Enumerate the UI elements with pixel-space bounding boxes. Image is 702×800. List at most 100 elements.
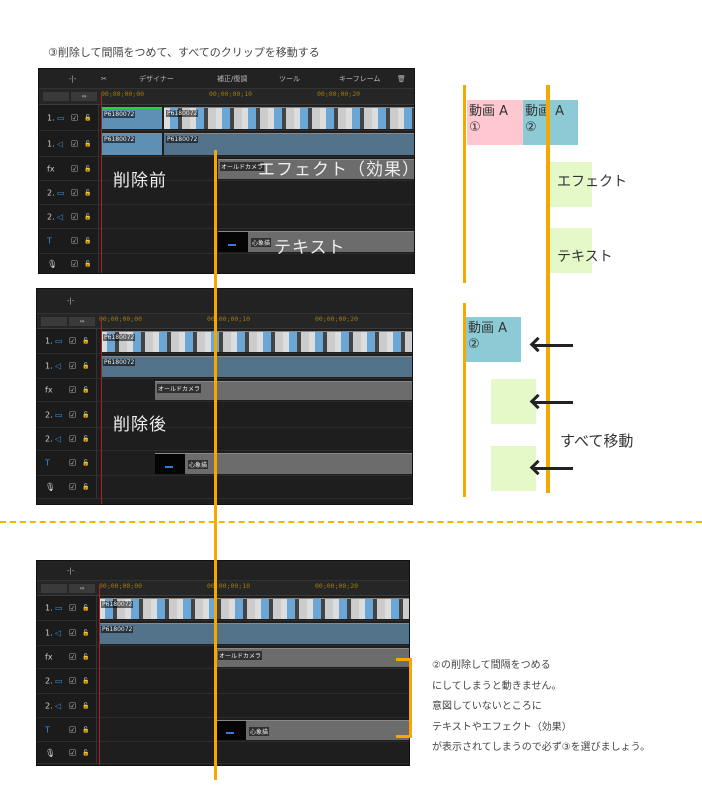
lock-icon[interactable]: 🔓 — [82, 629, 90, 637]
video-clip-2[interactable]: P6180072 — [164, 107, 414, 129]
audio-clip-2[interactable]: P6180072 — [164, 133, 414, 155]
track-enable-checkbox[interactable]: ☑ — [69, 458, 77, 468]
track-enable-checkbox[interactable]: ☑ — [69, 434, 77, 444]
move-all-label: すべて移動 — [560, 432, 634, 450]
track-enable-checkbox[interactable]: ☑ — [71, 236, 79, 246]
text-thumbnail — [155, 454, 185, 474]
track-enable-checkbox[interactable]: ☑ — [69, 603, 77, 613]
effect-clip[interactable]: オールドカメラ — [216, 648, 409, 667]
track-enable-checkbox[interactable]: ☑ — [69, 410, 77, 419]
lock-icon[interactable]: 🔓 — [82, 677, 90, 685]
designer-menu[interactable]: デザイナー — [139, 74, 174, 83]
video-track-icon: 2. — [45, 410, 53, 419]
audio-track-icon-glyph: ◁ — [55, 361, 62, 371]
lock-icon[interactable]: 🔓 — [82, 749, 90, 756]
video-clip-2[interactable]: P6180072 — [101, 331, 412, 352]
lock-icon[interactable]: 🔓 — [82, 386, 90, 394]
lock-icon[interactable]: 🔓 — [82, 362, 90, 370]
video-clip-2[interactable]: P6180072 — [99, 598, 409, 619]
lock-icon[interactable]: 🔓 — [82, 702, 90, 709]
move-icon[interactable]: -|- — [69, 74, 77, 83]
track-enable-checkbox[interactable]: ☑ — [71, 113, 79, 122]
audio-clip-1[interactable]: P6180072 — [101, 133, 162, 155]
toolbar: -|- — [37, 289, 412, 314]
moved-clip-label: 動画 A ② — [468, 321, 508, 352]
lock-icon[interactable]: 🔓 — [84, 114, 92, 121]
lock-icon[interactable]: 🔓 — [84, 140, 92, 147]
track-enable-checkbox[interactable]: ☑ — [69, 482, 77, 492]
lock-icon[interactable]: 🔓 — [82, 653, 90, 661]
lock-icon[interactable]: 🔓 — [84, 189, 92, 196]
audio-clip-2[interactable]: P6180072 — [99, 623, 409, 644]
text-clip[interactable]: 心象描 — [218, 231, 414, 252]
audio-track-icon-glyph: ◁ — [55, 628, 62, 638]
fit-button[interactable] — [41, 584, 67, 593]
effect-box — [550, 162, 592, 207]
lock-icon[interactable]: 🔓 — [84, 165, 92, 172]
correction-menu[interactable]: 補正/復調 — [217, 74, 248, 83]
move-icon[interactable]: -|- — [67, 297, 75, 305]
track-enable-checkbox[interactable]: ☑ — [69, 748, 77, 757]
keyframe-button[interactable]: キーフレーム — [339, 74, 381, 83]
track-row: 2.◁☑🔓 — [37, 428, 412, 451]
track-row: T☑🔓心象描 — [37, 451, 412, 476]
lock-icon[interactable]: 🔓 — [82, 411, 90, 418]
playhead[interactable] — [101, 93, 102, 273]
text-clip[interactable]: 心象描 — [155, 453, 412, 474]
track-enable-checkbox[interactable]: ☑ — [69, 676, 77, 686]
track-enable-checkbox[interactable]: ☑ — [71, 212, 79, 221]
track-enable-checkbox[interactable]: ☑ — [69, 361, 77, 371]
track-row: 🎙☑🔓 — [37, 476, 412, 499]
effect-clip[interactable]: オールドカメラ — [155, 381, 412, 400]
track-enable-checkbox[interactable]: ☑ — [69, 628, 77, 638]
playhead[interactable] — [101, 318, 102, 504]
track-enable-checkbox[interactable]: ☑ — [69, 701, 77, 710]
audio-clip-2[interactable]: P6180072 — [101, 356, 412, 377]
track-enable-checkbox[interactable]: ☑ — [69, 385, 77, 395]
lock-icon[interactable]: 🔓 — [82, 726, 90, 733]
lock-icon[interactable]: 🔓 — [84, 213, 92, 220]
fit-button[interactable] — [41, 317, 67, 326]
lock-icon[interactable]: 🔓 — [82, 337, 90, 345]
lock-icon[interactable]: 🔓 — [84, 260, 92, 268]
zoom-button[interactable]: ⇹ — [69, 584, 95, 593]
track-enable-checkbox[interactable]: ☑ — [69, 336, 77, 346]
track-row: 2.◁☑🔓 — [37, 694, 409, 718]
timecode-label: 00;00;00;20 — [315, 315, 359, 323]
track-enable-checkbox[interactable]: ☑ — [71, 188, 79, 197]
tools-menu[interactable]: ツール — [279, 74, 300, 83]
fit-button[interactable] — [43, 92, 69, 101]
lock-icon[interactable]: 🔓 — [84, 237, 92, 245]
move-icon[interactable]: -|- — [67, 566, 75, 575]
text-clip[interactable]: 心象描 — [216, 720, 409, 740]
track-row: 1.▭☑🔓P6180072 — [37, 329, 412, 354]
scissors-icon[interactable]: ✂ — [101, 74, 107, 83]
audio-track-icon: 1. — [45, 628, 53, 638]
track-row: 2.◁☑🔓 — [39, 205, 414, 229]
playhead[interactable] — [99, 585, 100, 765]
lock-icon[interactable]: 🔓 — [82, 435, 90, 443]
trash-icon[interactable]: 🗑 — [397, 74, 406, 83]
track-enable-checkbox[interactable]: ☑ — [71, 259, 79, 269]
video-clip-1[interactable]: P6180072 — [101, 107, 162, 129]
lock-icon[interactable]: 🔓 — [82, 459, 90, 467]
track-header: 2.◁☑🔓 — [39, 205, 99, 228]
track-enable-checkbox[interactable]: ☑ — [69, 652, 77, 662]
track-enable-checkbox[interactable]: ☑ — [71, 139, 79, 148]
video-track-icon-glyph: ▭ — [55, 676, 63, 686]
zoom-button[interactable]: ⇹ — [71, 92, 97, 101]
lock-icon[interactable]: 🔓 — [82, 483, 90, 491]
video-track-icon: 1. — [45, 603, 53, 613]
text-thumbnail — [218, 232, 248, 252]
effect-clip[interactable]: オールドカメラ — [218, 159, 414, 179]
lock-icon[interactable]: 🔓 — [82, 604, 90, 612]
note-line: 意図していないところに — [432, 701, 542, 712]
audio-track-icon: 1. — [45, 361, 53, 371]
track-enable-checkbox[interactable]: ☑ — [71, 164, 79, 173]
track-enable-checkbox[interactable]: ☑ — [69, 725, 77, 734]
zoom-button[interactable]: ⇹ — [69, 317, 95, 326]
